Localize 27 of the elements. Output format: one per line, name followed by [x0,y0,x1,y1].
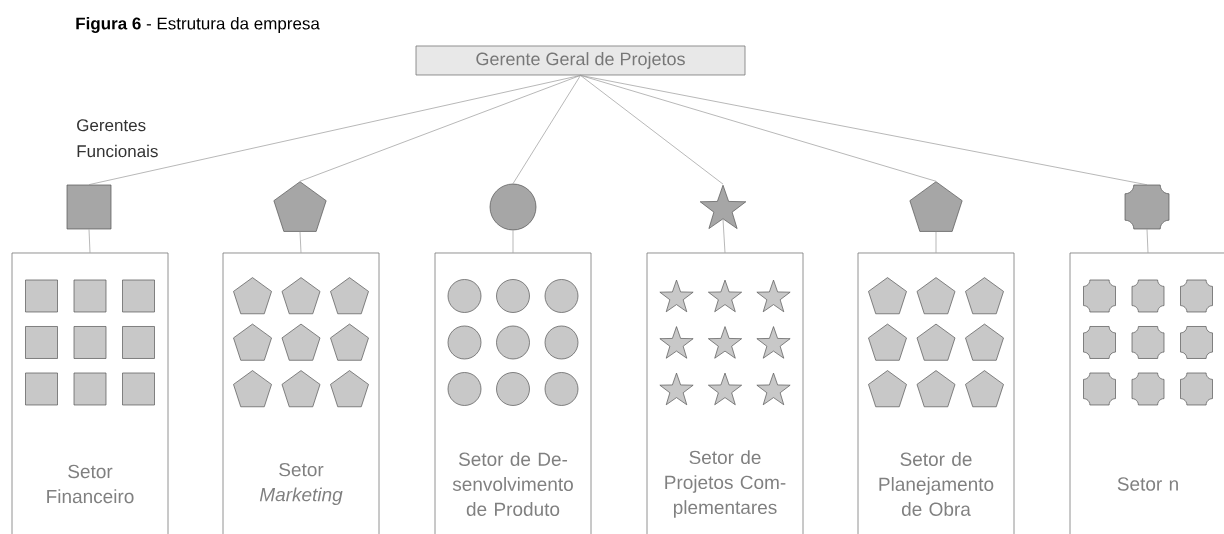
circle-symbol [489,183,537,231]
sector-column: Setor Marketing [222,252,380,534]
connector-line [722,218,726,254]
star-symbol [699,184,747,229]
sector-column: Setor de De- senvolvimento de Produto [434,252,592,534]
sector-column: Setor de Planejamento de Obra [857,252,1015,534]
figure-title: Figura 6 - Estrutura da empresa [76,17,320,33]
connector-line [512,230,514,254]
pentagon-symbol [273,181,327,232]
sector-column: Setor Financeiro [11,252,169,534]
connector-line [580,75,724,185]
box-symbol [66,184,112,230]
group-label: Gerentes Funcionais [77,119,158,158]
manager-box: Gerente Geral de Projetos [415,45,746,76]
sector-column: Setor de Projetos Com- plementares [646,252,804,534]
pentagon-symbol [909,181,963,232]
connector-line [512,75,581,184]
connector-line [88,229,91,254]
connector-line [580,75,1148,186]
connector-line [299,231,302,254]
connector-line [935,231,937,254]
connector-line [580,75,937,182]
octagon-symbol [1124,184,1170,230]
connector-line [88,75,581,185]
sector-column: Setor n [1069,252,1224,534]
connector-line [299,75,581,182]
connector-line [1146,228,1149,254]
